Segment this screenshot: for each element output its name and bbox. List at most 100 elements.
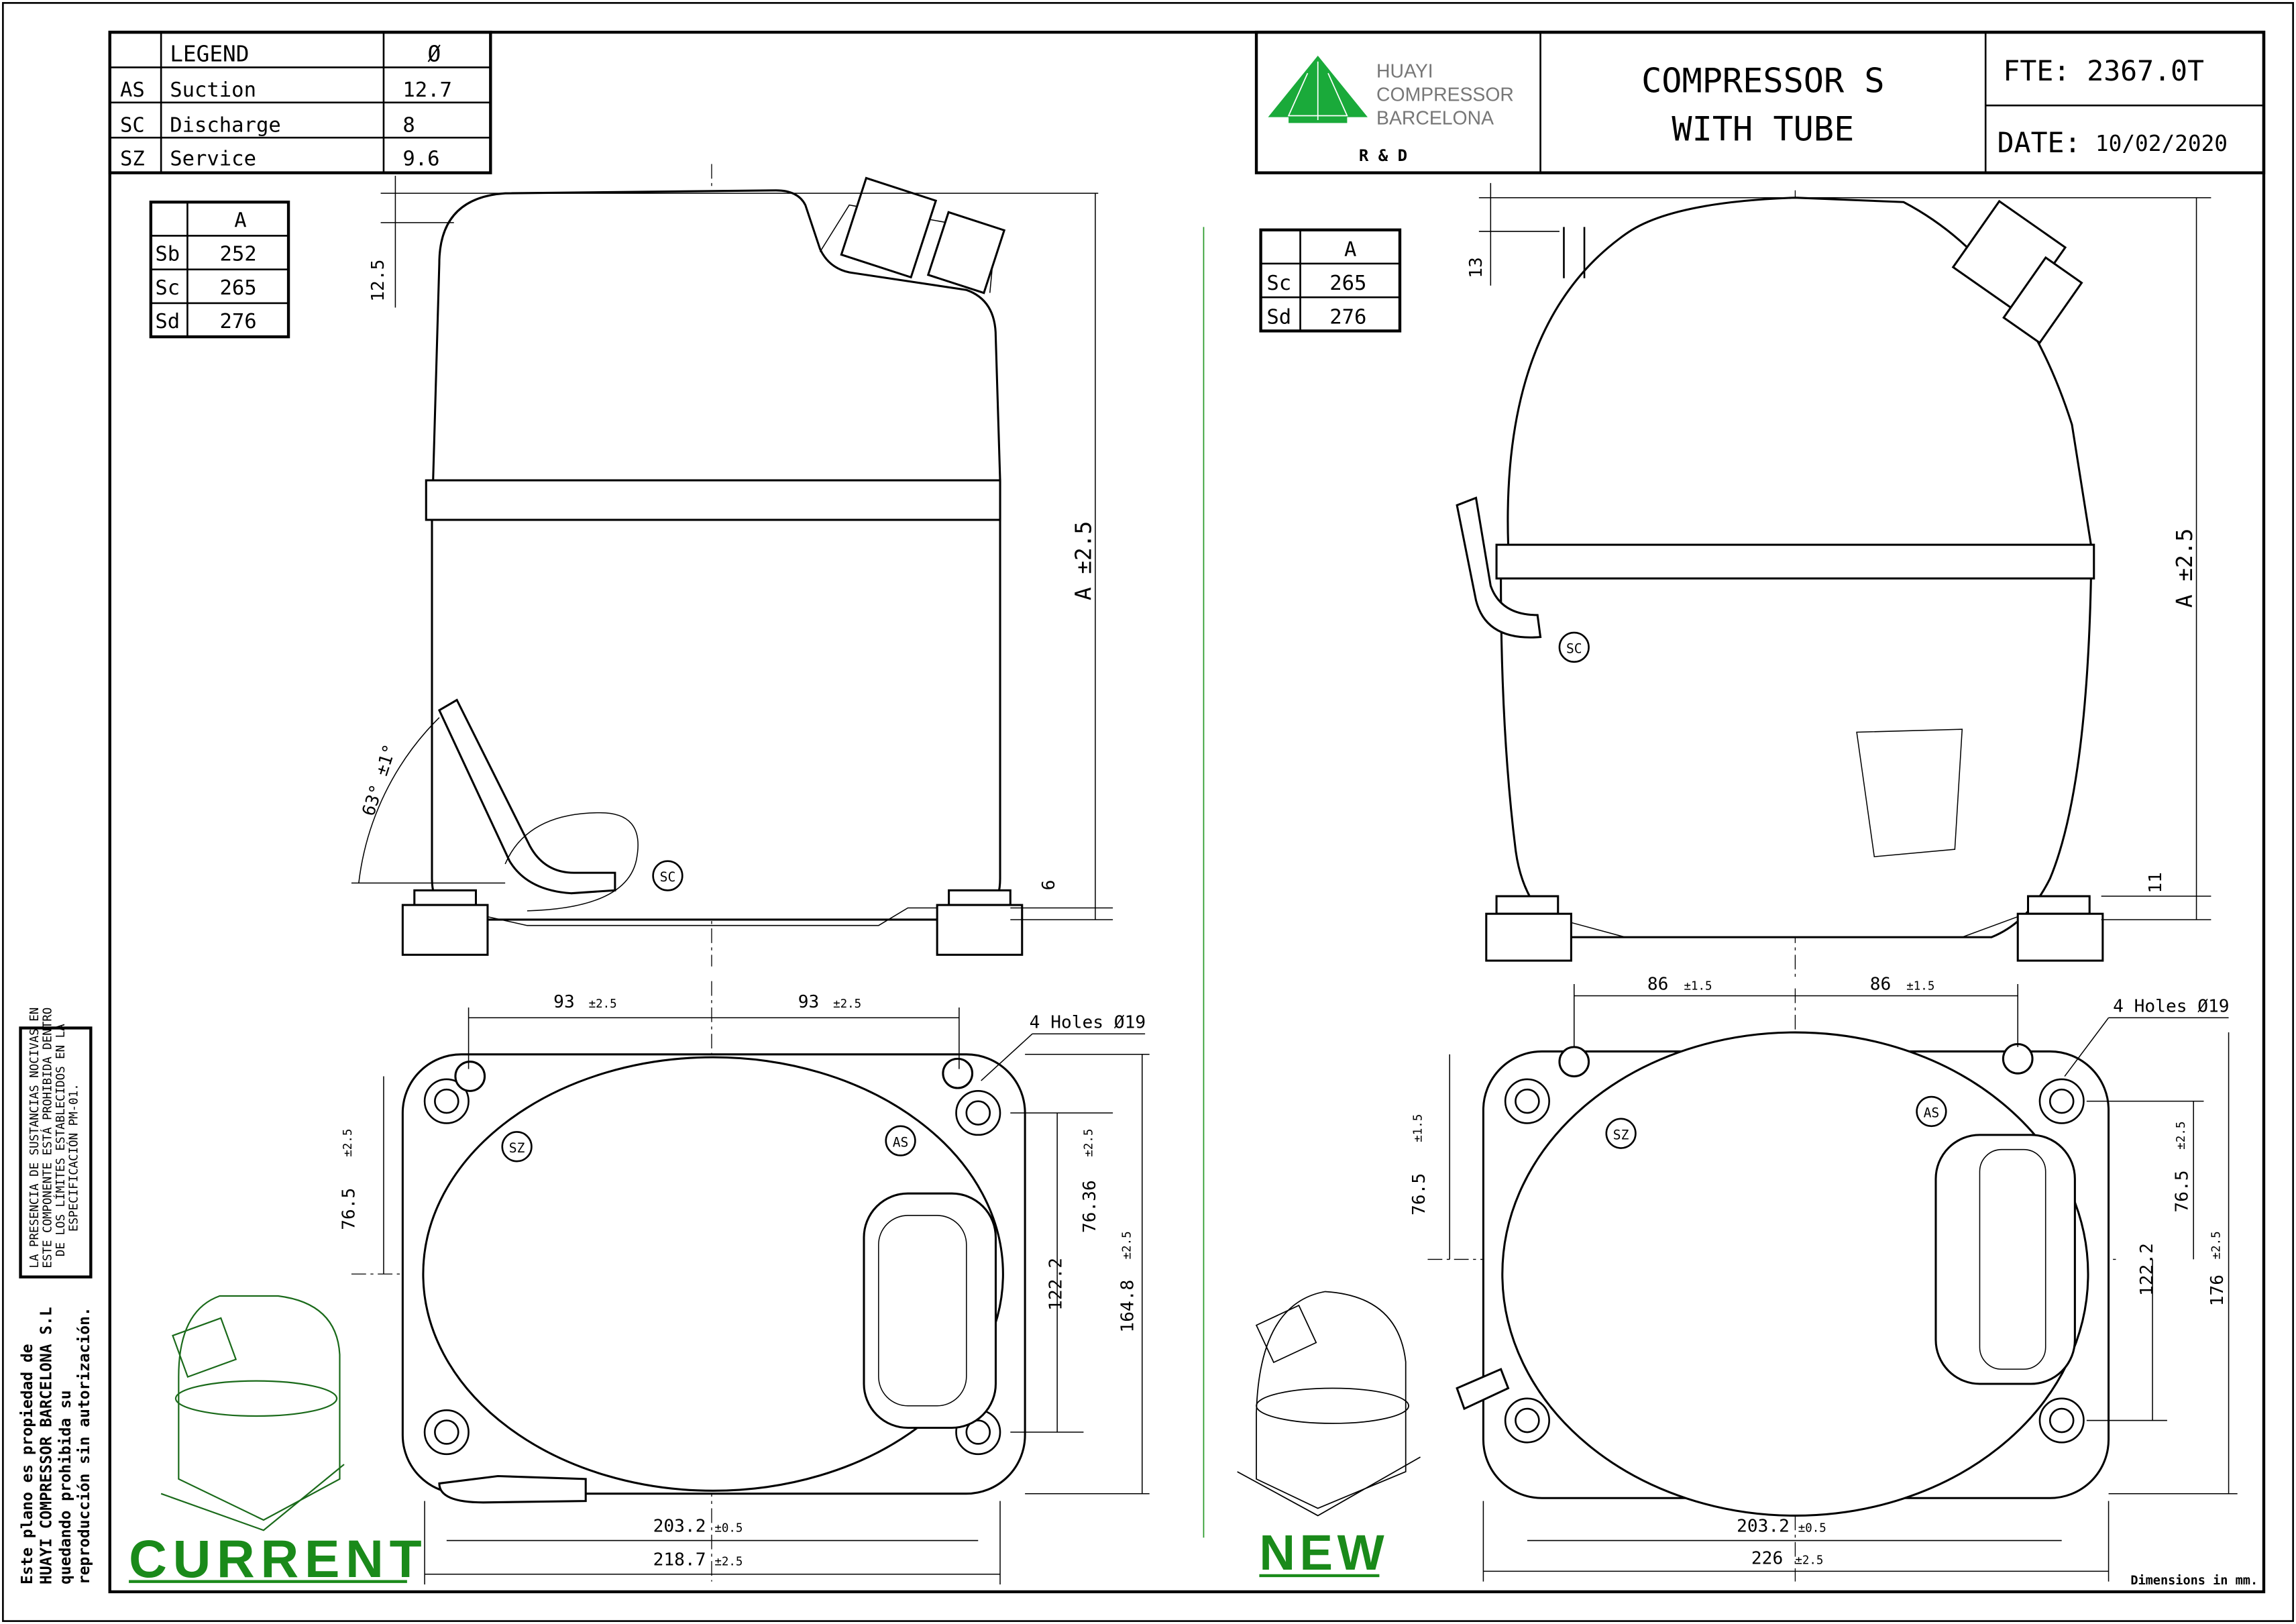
legend-diameter: 9.6	[402, 148, 439, 171]
table-cell: 265	[219, 276, 256, 300]
dimension-tolerance: ±2.5	[341, 1129, 355, 1157]
dimension-tolerance: ±1.5	[1906, 980, 1934, 993]
hazard-line: LA PRESENCIA DE SUSTANCIAS NOCIVAS EN	[28, 1008, 42, 1268]
suction-tag: AS	[1924, 1105, 1940, 1121]
dimension-label: 76.5	[339, 1188, 359, 1230]
table-cell: Sc	[155, 276, 180, 300]
company-logo-icon	[1268, 55, 1368, 123]
dimension-tolerance: ±2.5	[1083, 1129, 1096, 1157]
dimension-label: 76.36	[1080, 1180, 1100, 1233]
dimension-label: 86	[1870, 975, 1892, 995]
table-cell: 265	[1329, 272, 1366, 295]
dimension-label: 12.5	[368, 260, 388, 302]
legend-table: LEGEND Ø AS Suction 12.7 SC Discharge 8 …	[108, 30, 492, 174]
table-cell: 276	[219, 310, 256, 333]
dimension-label: 203.2	[1737, 1516, 1790, 1536]
current-top-dimensions: 93 ±2.5 93 ±2.5 4 Holes Ø19 76.5 ±2.5 76…	[339, 992, 1150, 1585]
property-note: Este plano es propiedad de HUAYI COMPRES…	[19, 1307, 93, 1584]
fte-number: FTE: 2367.0T	[2003, 55, 2204, 87]
drawing-frame	[108, 30, 2266, 1594]
dimension-label: 164.8	[1118, 1280, 1138, 1333]
legend-code: SZ	[120, 148, 145, 171]
dimension-tolerance: ±1.5	[1684, 980, 1712, 993]
hazard-line: ESTE COMPONENTE ESTÁ PROHIBIDA DENTRO	[40, 1008, 54, 1268]
dimension-tolerance: ±2.5	[714, 1556, 743, 1569]
dimension-tolerance: ±2.5	[1795, 1554, 1823, 1567]
discharge-tag: SC	[1566, 641, 1582, 657]
new-label: NEW	[1259, 1525, 1388, 1580]
hazard-note: LA PRESENCIA DE SUSTANCIAS NOCIVAS EN ES…	[19, 1008, 93, 1279]
current-top-view: SZ AS	[351, 981, 1026, 1582]
property-line: HUAYI COMPRESSOR BARCELONA S.L	[38, 1307, 55, 1584]
dimension-label: 122.2	[2137, 1243, 2157, 1296]
dimension-label: 76.5	[1409, 1173, 1429, 1215]
legend-name: Discharge	[170, 113, 281, 137]
current-compressor-3d-icon	[160, 1295, 345, 1531]
table-cell: Sd	[1266, 305, 1291, 329]
drawing-title: COMPRESSOR S	[1641, 61, 1885, 101]
dimension-label: 122.2	[1046, 1258, 1067, 1311]
dimension-label: 203.2	[653, 1516, 706, 1536]
service-tag: SZ	[509, 1140, 525, 1156]
holes-callout: 4 Holes Ø19	[2113, 996, 2229, 1016]
logo-text: BARCELONA	[1376, 108, 1494, 129]
hazard-line: DE LOS LÍMITES ESTABLECIDOS EN LA	[53, 1024, 68, 1256]
suction-tag: AS	[893, 1134, 909, 1150]
current-label: CURRENT	[129, 1529, 427, 1588]
title-block: HUAYI COMPRESSOR BARCELONA R & D COMPRES…	[1254, 30, 2266, 174]
service-tag: SZ	[1613, 1127, 1629, 1142]
legend-diameter: 8	[402, 113, 415, 137]
table-cell: Sb	[155, 243, 180, 266]
dimension-label: 226	[1751, 1548, 1783, 1568]
property-line: reproducción sin autorización.	[76, 1307, 93, 1584]
table-header: A	[1344, 238, 1356, 262]
department-label: R & D	[1359, 146, 1407, 165]
dimension-label: 176	[2207, 1275, 2228, 1306]
hazard-line: ESPECIFICACIÓN PM-01.	[66, 1083, 81, 1232]
dimension-tolerance: ±2.5	[1120, 1231, 1134, 1259]
legend-name: Service	[170, 148, 256, 171]
dimension-label: 76.5	[2172, 1170, 2192, 1212]
discharge-tag: SC	[660, 869, 676, 885]
logo-text: HUAYI	[1376, 61, 1433, 83]
legend-name: Suction	[170, 78, 256, 102]
dimension-label: 13	[1466, 257, 1486, 278]
date-label: DATE:	[1998, 127, 2081, 159]
new-top-dimensions: 86 ±1.5 86 ±1.5 4 Holes Ø19 76.5 ±1.5 76…	[1409, 975, 2238, 1582]
new-a-table: A Sc 265 Sd 276	[1259, 228, 1402, 333]
new-compressor-3d-icon	[1237, 1291, 1421, 1517]
current-a-table: A Sb 252 Sc 265 Sd 276	[149, 201, 290, 339]
dimension-tolerance: ±2.5	[833, 997, 861, 1011]
table-header: A	[234, 209, 246, 232]
dimension-label: 86	[1647, 975, 1669, 995]
table-cell: Sd	[155, 310, 180, 333]
new-front-view: SC	[1456, 190, 2104, 981]
legend-diameter-header: Ø	[427, 42, 441, 67]
height-dimension: A ±2.5	[2172, 529, 2197, 608]
drawing-subtitle: WITH TUBE	[1672, 109, 1854, 149]
dimension-label: 93	[798, 992, 820, 1012]
logo-text: COMPRESSOR	[1376, 85, 1514, 106]
table-cell: 252	[219, 243, 256, 266]
angle-dimension: 63° ±1°	[359, 742, 401, 818]
dimension-label: 6	[1039, 880, 1059, 891]
property-line: Este plano es propiedad de	[19, 1344, 36, 1584]
dimension-tolerance: ±2.5	[589, 997, 617, 1011]
holes-callout: 4 Holes Ø19	[1030, 1012, 1146, 1032]
date-value: 10/02/2020	[2095, 131, 2228, 156]
new-top-view: SZ AS	[1427, 988, 2116, 1582]
dimension-label: 93	[553, 992, 575, 1012]
dimension-label: 218.7	[653, 1550, 706, 1570]
legend-header: LEGEND	[170, 42, 249, 67]
current-front-view: SC	[401, 164, 1024, 967]
table-cell: Sc	[1266, 272, 1291, 295]
legend-code: AS	[120, 78, 145, 102]
dimension-tolerance: ±2.5	[2209, 1231, 2223, 1259]
legend-diameter: 12.7	[402, 78, 452, 102]
dimension-tolerance: ±0.5	[1798, 1521, 1826, 1535]
units-note: Dimensions in mm.	[2130, 1574, 2258, 1588]
dimension-label: 11	[2146, 872, 2166, 894]
dimension-tolerance: ±1.5	[1412, 1114, 1425, 1142]
property-line: quedando prohibida su	[57, 1390, 74, 1584]
